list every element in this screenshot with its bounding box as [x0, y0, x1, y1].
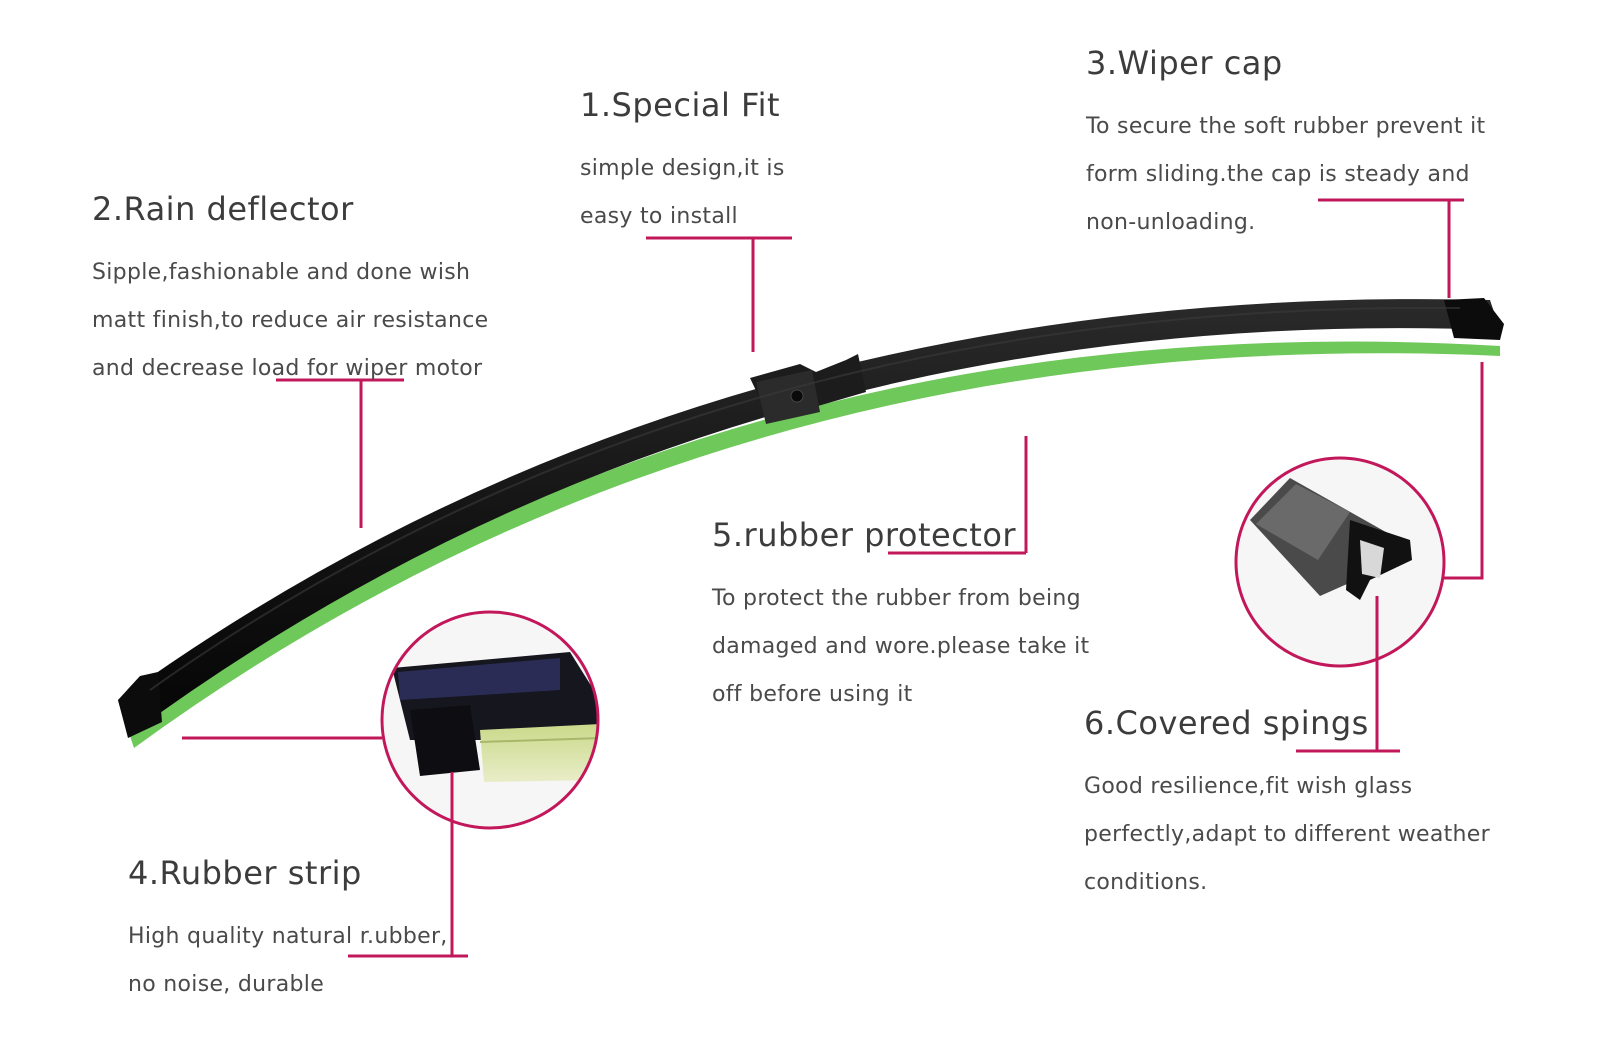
feature-description: Good resilience,fit wish glass perfectly…: [1084, 763, 1490, 907]
feature-line: matt finish,to reduce air resistance: [92, 308, 489, 334]
feature-title: 5.rubber protector: [712, 516, 1017, 554]
feature-line: off before using it: [712, 682, 913, 708]
feature-line: perfectly,adapt to different weather: [1084, 822, 1490, 848]
covered-spring-detail-icon: [1234, 456, 1446, 668]
feature-title: 6.Covered spings: [1084, 704, 1369, 742]
feature-special-fit: 1.Special Fit simple design,it is easy t…: [580, 86, 785, 241]
feature-line: no noise, durable: [128, 972, 325, 998]
feature-wiper-cap: 3.Wiper cap To secure the soft rubber pr…: [1086, 44, 1485, 247]
feature-description: High quality natural r.ubber, no noise, …: [128, 913, 448, 1009]
feature-line: To protect the rubber from being: [712, 586, 1081, 612]
feature-description: To secure the soft rubber prevent it for…: [1086, 103, 1485, 247]
feature-line: Sipple,fashionable and done wish: [92, 260, 471, 286]
feature-line: High quality natural r.ubber,: [128, 924, 448, 950]
feature-rain-deflector: 2.Rain deflector Sipple,fashionable and …: [92, 190, 488, 393]
feature-line: simple design,it is: [580, 156, 785, 182]
feature-title: 1.Special Fit: [580, 86, 781, 124]
feature-covered-springs: 6.Covered spings Good resilience,fit wis…: [1084, 704, 1490, 907]
feature-line: non-unloading.: [1086, 210, 1256, 236]
feature-description: Sipple,fashionable and done wish matt fi…: [92, 249, 488, 393]
feature-title: 3.Wiper cap: [1086, 44, 1283, 82]
feature-line: and decrease load for wiper motor: [92, 356, 483, 382]
feature-line: Good resilience,fit wish glass: [1084, 774, 1413, 800]
feature-title: 4.Rubber strip: [128, 854, 362, 892]
feature-line: easy to install: [580, 204, 738, 230]
feature-title: 2.Rain deflector: [92, 190, 354, 228]
feature-description: To protect the rubber from being damaged…: [712, 575, 1089, 719]
feature-line: To secure the soft rubber prevent it: [1086, 114, 1486, 140]
feature-rubber-protector: 5.rubber protector To protect the rubber…: [712, 516, 1089, 719]
feature-description: simple design,it is easy to install: [580, 145, 785, 241]
feature-line: form sliding.the cap is steady and: [1086, 162, 1470, 188]
wiper-blade-icon: [118, 298, 1504, 748]
feature-line: conditions.: [1084, 870, 1208, 896]
callout-lines: [182, 198, 1484, 958]
feature-line: damaged and wore.please take it: [712, 634, 1090, 660]
feature-rubber-strip: 4.Rubber strip High quality natural r.ub…: [128, 854, 448, 1009]
rubber-strip-detail-icon: [380, 610, 600, 830]
